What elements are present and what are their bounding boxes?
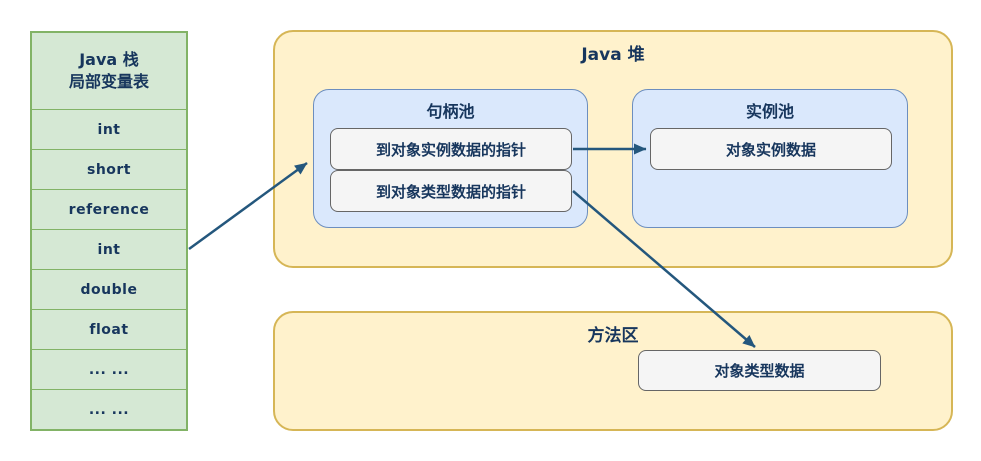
object-instance-data-node: 对象实例数据	[650, 128, 892, 170]
stack-row: int	[32, 109, 186, 149]
pointer-to-instance-data-node: 到对象实例数据的指针	[330, 128, 572, 170]
stack-row: short	[32, 149, 186, 189]
stack-title-line2: 局部变量表	[68, 72, 149, 91]
stack-row: ... ...	[32, 389, 186, 429]
java-stack-table: Java 栈 局部变量表 int short reference int dou…	[30, 31, 188, 431]
heap-title: Java 堆	[581, 45, 645, 65]
handle-pool-title: 句柄池	[426, 102, 475, 121]
stack-row: reference	[32, 189, 186, 229]
stack-title-line1: Java 栈	[79, 50, 139, 70]
stack-row: int	[32, 229, 186, 269]
method-area-title: 方法区	[587, 326, 639, 346]
pointer-to-type-data-node: 到对象类型数据的指针	[330, 170, 572, 212]
stack-row: double	[32, 269, 186, 309]
stack-row: float	[32, 309, 186, 349]
instance-pool-title: 实例池	[745, 102, 794, 121]
stack-row: ... ...	[32, 349, 186, 389]
stack-table-header: Java 栈 局部变量表	[32, 33, 186, 109]
object-type-data-node: 对象类型数据	[638, 350, 881, 391]
